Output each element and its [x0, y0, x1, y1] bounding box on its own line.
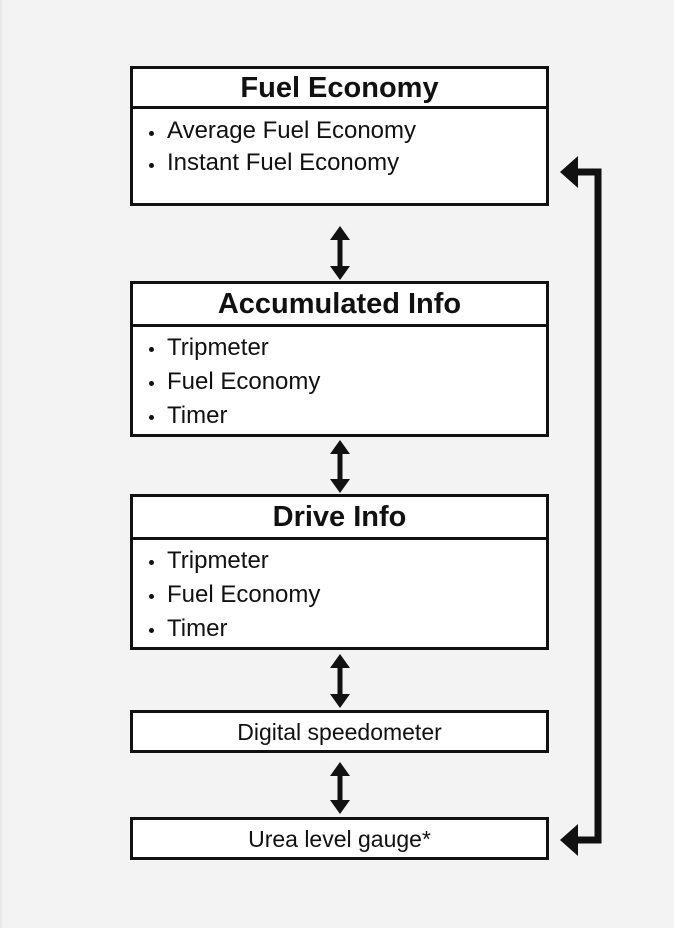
list-item: Tripmeter	[133, 544, 546, 578]
list-item: Timer	[133, 612, 546, 646]
drive-info-box: Drive Info Tripmeter Fuel Economy Timer	[130, 494, 549, 650]
return-loop-arrow-icon	[560, 156, 602, 856]
accumulated-info-box: Accumulated Info Tripmeter Fuel Economy …	[130, 281, 549, 437]
accumulated-info-list: Tripmeter Fuel Economy Timer	[133, 327, 546, 433]
list-item: Fuel Economy	[133, 578, 546, 612]
double-arrow-icon	[330, 762, 350, 814]
fuel-economy-title: Fuel Economy	[133, 69, 546, 109]
double-arrow-icon	[330, 226, 350, 280]
double-arrow-icon	[330, 654, 350, 708]
accumulated-info-title: Accumulated Info	[133, 284, 546, 327]
fuel-economy-box: Fuel Economy Average Fuel Economy Instan…	[130, 66, 549, 206]
list-item: Average Fuel Economy	[133, 115, 546, 147]
list-item: Timer	[133, 399, 546, 433]
list-item: Instant Fuel Economy	[133, 147, 546, 179]
drive-info-list: Tripmeter Fuel Economy Timer	[133, 540, 546, 646]
drive-info-title: Drive Info	[133, 497, 546, 540]
urea-level-gauge-box: Urea level gauge*	[130, 817, 549, 860]
digital-speedometer-box: Digital speedometer	[130, 710, 549, 753]
fuel-economy-list: Average Fuel Economy Instant Fuel Econom…	[133, 109, 546, 179]
list-item: Tripmeter	[133, 331, 546, 365]
list-item: Fuel Economy	[133, 365, 546, 399]
double-arrow-icon	[330, 440, 350, 493]
